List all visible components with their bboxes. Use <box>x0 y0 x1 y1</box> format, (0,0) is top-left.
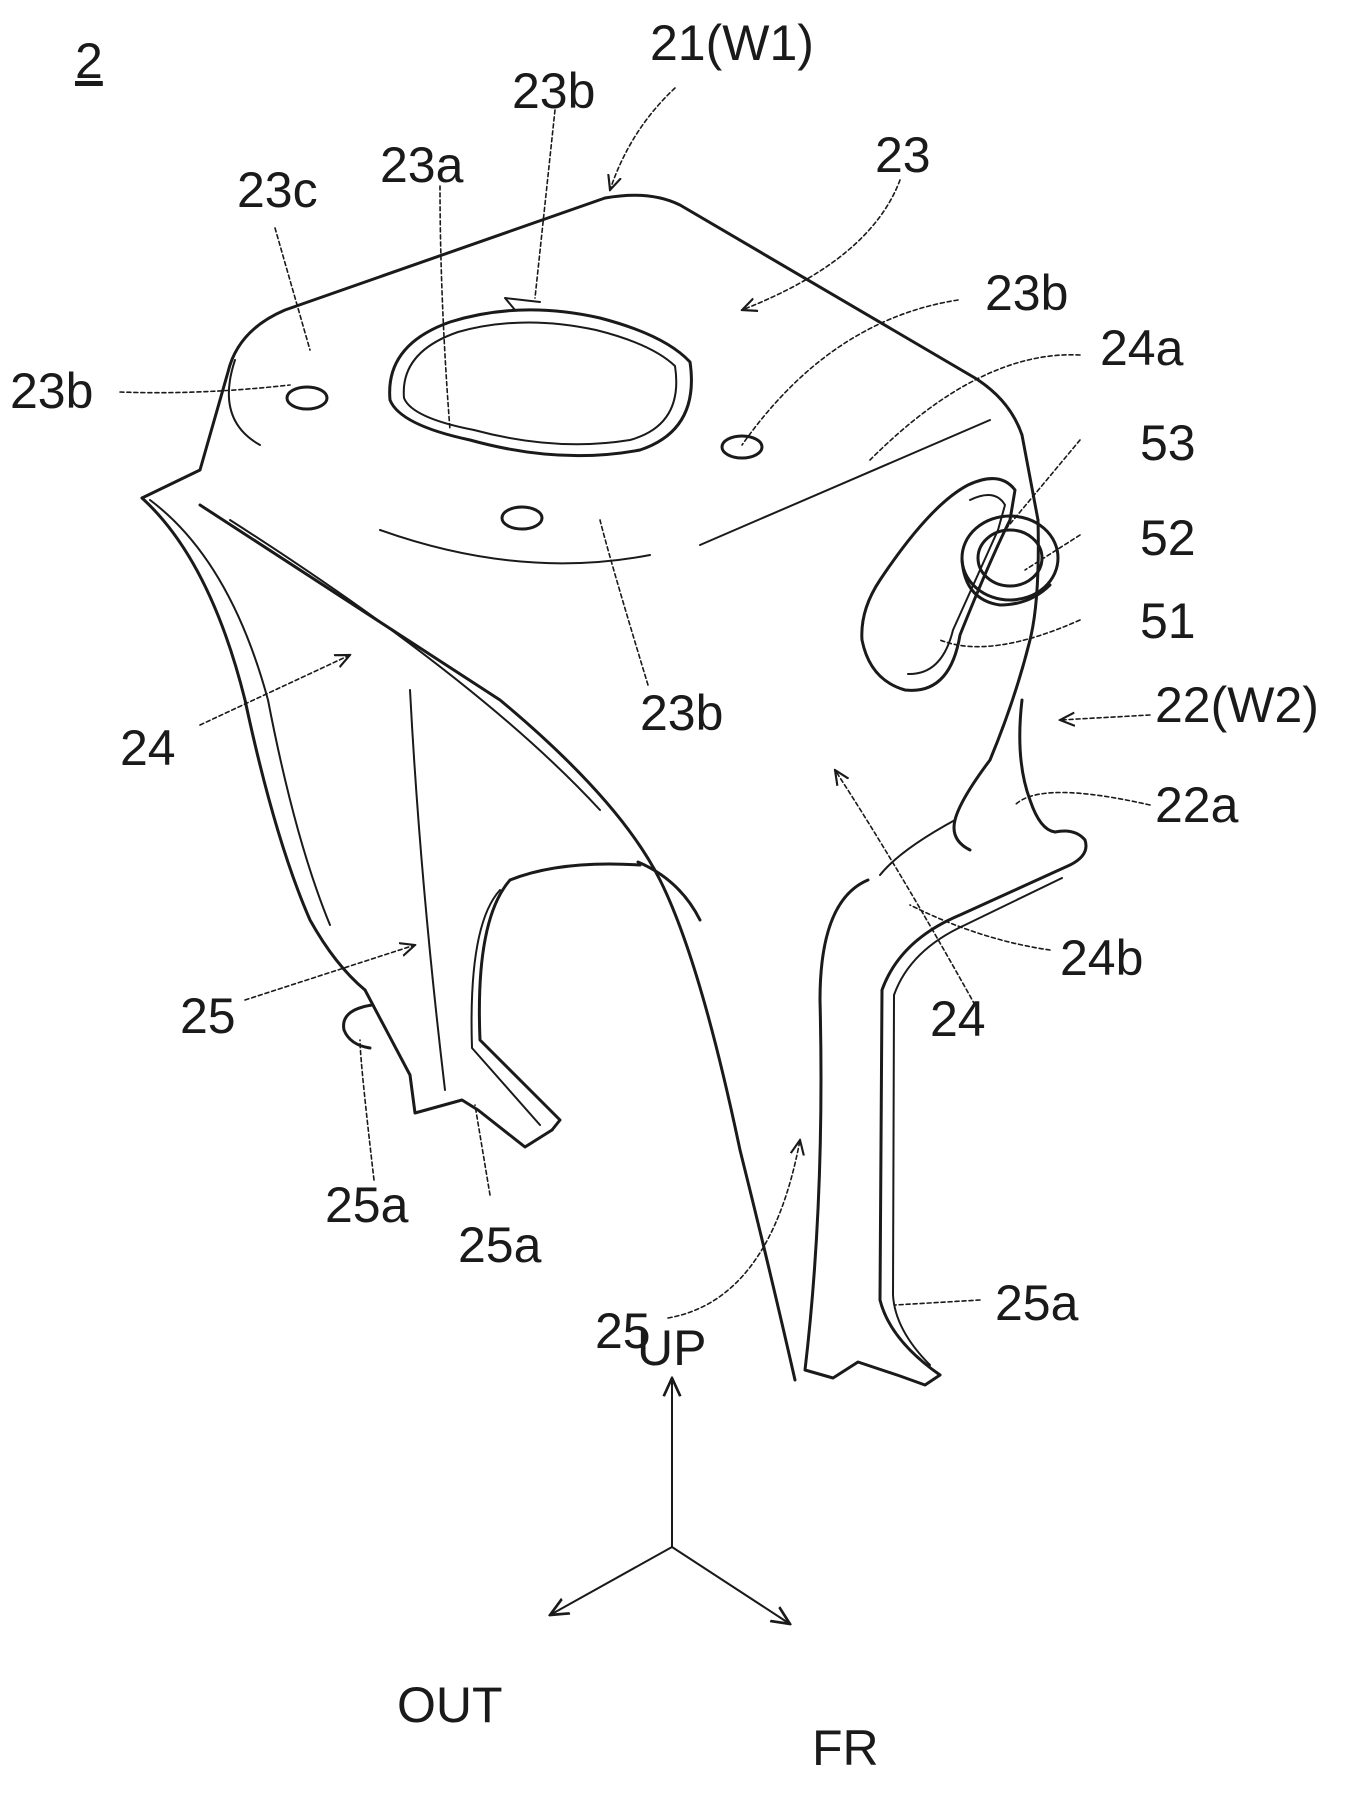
label-24a: 24a <box>1100 320 1184 376</box>
axis-fr-label: FR <box>812 1720 879 1776</box>
hole-23b-right <box>722 436 762 458</box>
nut-52-inner <box>978 530 1042 586</box>
label-23b-right: 23b <box>985 265 1068 321</box>
label-23b-center: 23b <box>640 685 723 741</box>
reference-labels: 2 21(W1) 23b 23 23a 23c 23b 24a 23b 53 5… <box>10 15 1319 1776</box>
label-25a-3: 25a <box>995 1275 1079 1331</box>
label-24b: 24b <box>1060 930 1143 986</box>
top-plate-features <box>287 298 762 529</box>
direction-axes <box>550 1378 790 1624</box>
label-23: 23 <box>875 127 931 183</box>
label-22a: 22a <box>1155 777 1239 833</box>
label-23c: 23c <box>237 162 318 218</box>
label-21: 21(W1) <box>650 15 814 71</box>
label-25a-1: 25a <box>325 1177 409 1233</box>
figure-number: 2 <box>75 33 103 89</box>
bracket-outline <box>142 195 1086 1385</box>
weld-plate-51 <box>862 479 1015 691</box>
hole-23b-center <box>502 507 542 529</box>
label-23b-top: 23b <box>512 63 595 119</box>
axis-up-label: UP <box>637 1320 706 1376</box>
label-53: 53 <box>1140 415 1196 471</box>
nut-assembly <box>862 479 1058 691</box>
label-23a: 23a <box>380 137 464 193</box>
axis-out-arrow <box>550 1547 672 1615</box>
label-52: 52 <box>1140 510 1196 566</box>
label-51: 51 <box>1140 593 1196 649</box>
label-23b-left: 23b <box>10 363 93 419</box>
hole-23b-left <box>287 387 327 409</box>
label-22: 22(W2) <box>1155 677 1319 733</box>
label-25a-2: 25a <box>458 1217 542 1273</box>
label-24-right: 24 <box>930 991 986 1047</box>
axis-fr-arrow <box>672 1547 790 1624</box>
label-24-left: 24 <box>120 720 176 776</box>
label-25-left: 25 <box>180 988 236 1044</box>
axis-out-label: OUT <box>397 1677 503 1733</box>
